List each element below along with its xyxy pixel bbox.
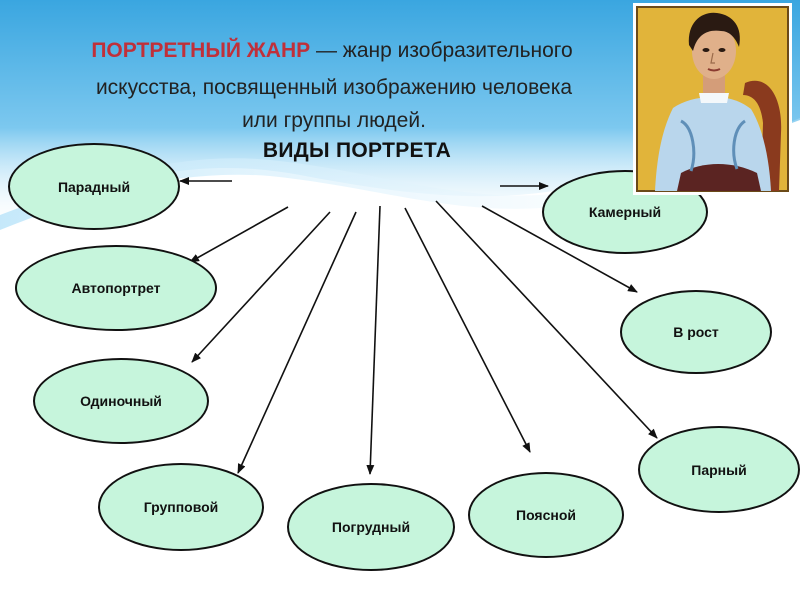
arrow [237, 211, 357, 474]
node-portrait-type: Групповой [98, 463, 264, 551]
arrow [435, 200, 658, 439]
node-portrait-type: Погрудный [287, 483, 455, 571]
node-portrait-type: Парадный [8, 143, 180, 230]
portrait-painting [633, 3, 792, 195]
arrow [481, 205, 638, 293]
definition-line-3: или группы людей. [242, 109, 426, 132]
node-portrait-type: Поясной [468, 472, 624, 558]
node-portrait-type: Парный [638, 426, 800, 513]
definition-line-1: ПОРТРЕТНЫЙ ЖАНР — жанр изобразительного [0, 39, 666, 63]
diagram-heading: ВИДЫ ПОРТРЕТА [262, 139, 452, 162]
arrow [366, 205, 381, 475]
arrow-group [179, 177, 658, 475]
definition-text-1: — жанр изобразительного [310, 39, 573, 62]
genre-term: ПОРТРЕТНЫЙ ЖАНР [91, 39, 311, 62]
arrow [404, 207, 531, 453]
definition-line-2: искусства, посвященный изображению челов… [95, 76, 573, 99]
node-portrait-type: В рост [620, 290, 772, 374]
arrow [191, 211, 331, 363]
arrow [189, 206, 289, 263]
node-portrait-type: Автопортрет [15, 245, 217, 331]
node-portrait-type: Одиночный [33, 358, 209, 444]
